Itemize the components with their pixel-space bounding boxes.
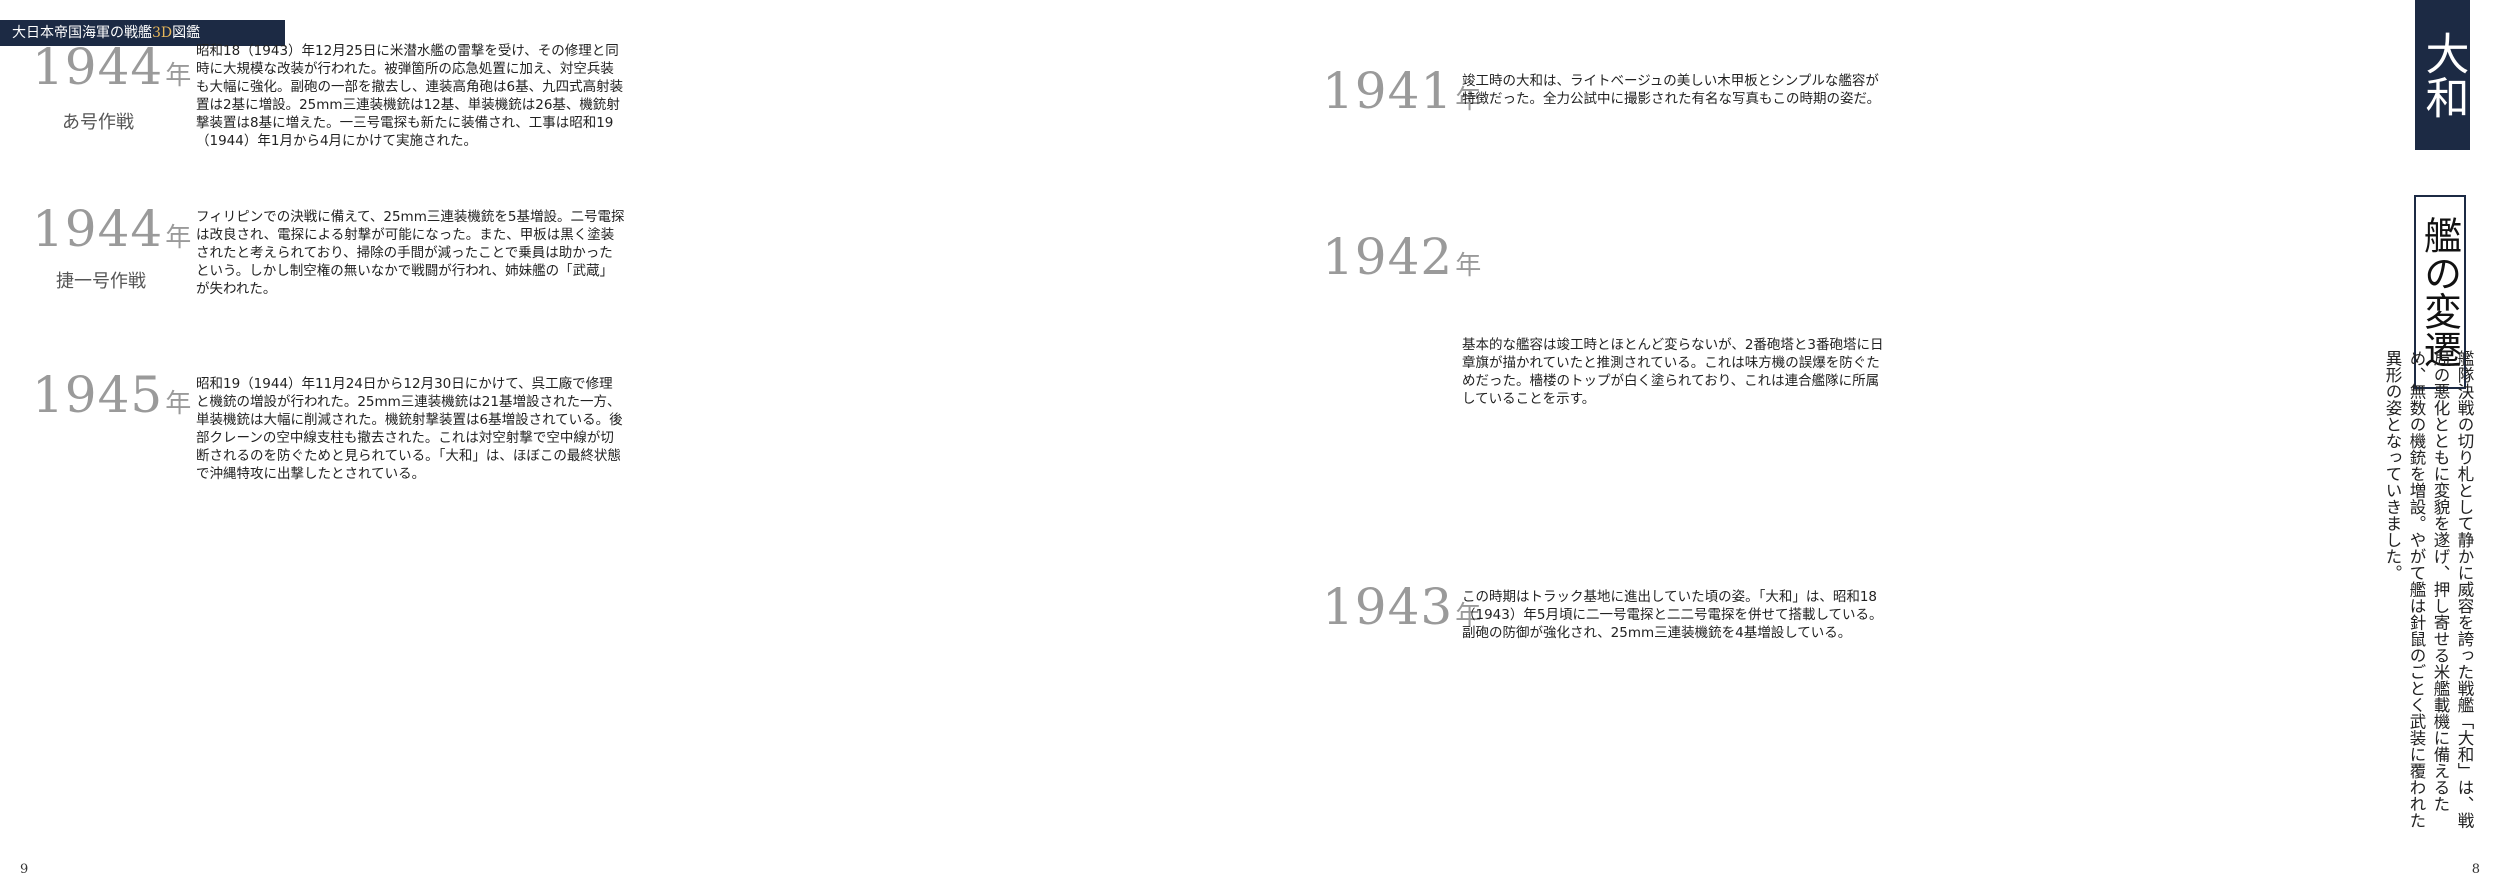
book-title-bar: 大日本帝国海軍の戦艦3D図鑑	[0, 20, 285, 46]
entry-description: 昭和19（1944）年11月24日から12月30日にかけて、呉工廠で修理と機銃の…	[196, 376, 623, 482]
entry-description: この時期はトラック基地に進出していた頃の姿。「大和」は、昭和18（1943）年5…	[1462, 589, 1883, 641]
page-number-right: 8	[2471, 862, 2480, 877]
intro-text: 艦隊決戦の切り札として静かに威容を誇った戦艦「大和」は、戦局の悪化とともに変貌を…	[2383, 350, 2474, 829]
entry-description: 竣工時の大和は、ライトベージュの美しい木甲板とシンプルな艦容が特徴だった。全力公…	[1462, 73, 1881, 107]
entry-year: 1944年	[32, 200, 193, 258]
ship-name-title: 大和	[2415, 0, 2470, 150]
book-title-highlight: 3D	[152, 25, 173, 41]
entry-subtitle: あ号作戦	[62, 112, 134, 133]
entry-year: 1943年	[1322, 578, 1483, 636]
entry-year: 1945年	[32, 366, 193, 424]
entry-year: 1944年	[32, 38, 193, 96]
section-title: 艦の変遷	[2414, 195, 2466, 389]
entry-description: 昭和18（1943）年12月25日に米潜水艦の雷撃を受け、その修理と同時に大規模…	[196, 43, 624, 149]
entry-description: フィリピンでの決戦に備えて、25mm三連装機銃を5基増設。二号電探は改良され、電…	[196, 209, 625, 297]
entry-year: 1942年	[1322, 228, 1483, 286]
entry-year: 1941年	[1322, 62, 1483, 120]
entry-description: 基本的な艦容は竣工時とほとんど変らないが、2番砲塔と3番砲塔に日章旗が描かれてい…	[1462, 337, 1884, 407]
book-title-prefix: 大日本帝国海軍の戦艦	[12, 25, 152, 41]
page-number-left: 9	[20, 862, 29, 877]
entry-subtitle: 捷一号作戦	[56, 271, 146, 292]
book-title-suffix: 図鑑	[172, 25, 201, 41]
